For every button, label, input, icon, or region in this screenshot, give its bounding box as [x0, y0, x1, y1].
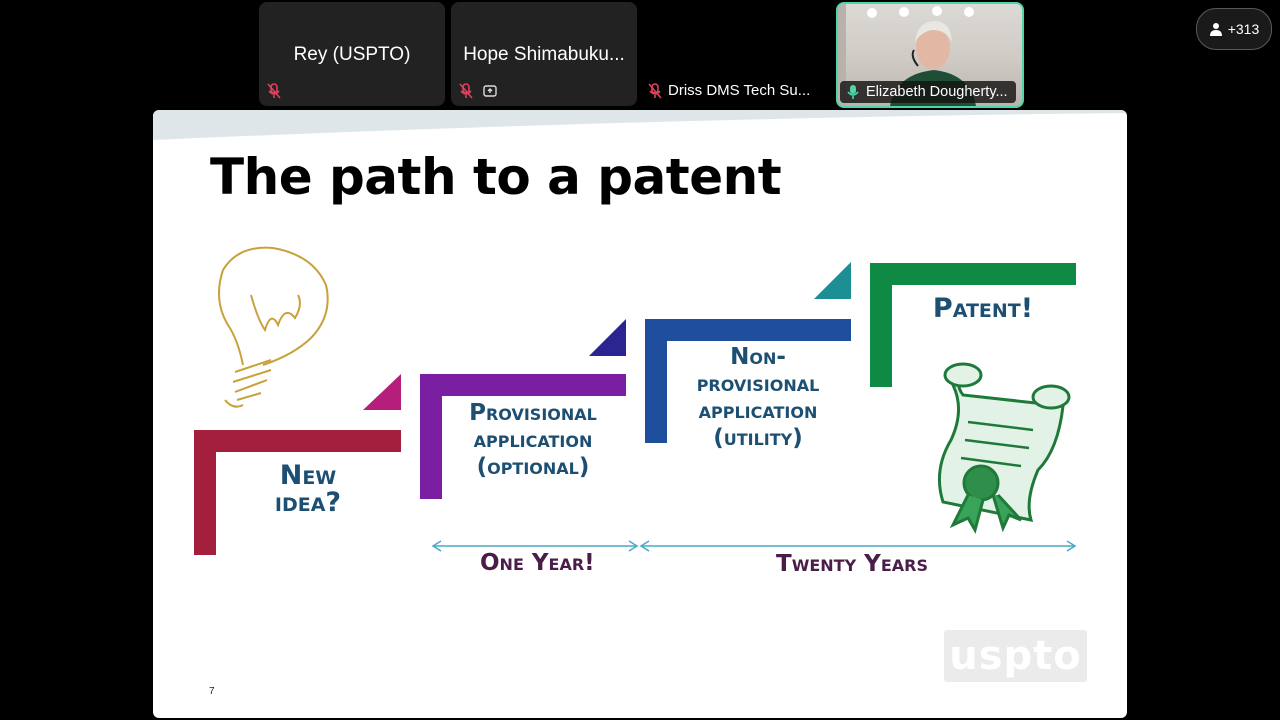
- slide-page-number: 7: [209, 686, 215, 697]
- participant-tile-driss[interactable]: Driss DMS Tech Su...: [648, 2, 828, 106]
- provisional-step-corner: [589, 319, 626, 356]
- participant-name: Rey (USPTO): [293, 44, 411, 65]
- mic-muted-icon: [267, 83, 281, 99]
- mic-muted-icon: [459, 83, 473, 99]
- uspto-logo: uspto: [944, 630, 1087, 682]
- overflow-count: +313: [1227, 21, 1260, 37]
- twenty-years-span-arrow: [639, 540, 1077, 552]
- idea-step-corner: [363, 374, 401, 410]
- one-year-span-arrow: [431, 540, 639, 552]
- screen-share-icon: [483, 85, 497, 97]
- nonprovisional-step-corner: [814, 262, 851, 299]
- participant-tile-rey[interactable]: Rey (USPTO): [259, 2, 445, 106]
- participant-tile-hope[interactable]: Hope Shimabuku...: [451, 2, 637, 106]
- mic-active-icon: [847, 85, 859, 99]
- idea-step: [194, 430, 401, 555]
- provisional-step-label: Provisional application (optional): [469, 400, 597, 480]
- participant-name: Driss DMS Tech Su...: [668, 82, 811, 99]
- patent-certificate-icon: [937, 362, 1071, 534]
- patent-step: [870, 263, 1076, 387]
- provisional-step: [420, 374, 626, 499]
- twenty-years-label: Twenty Years: [776, 551, 928, 577]
- staircase-diagram: [194, 246, 1077, 555]
- shared-slide: The path to a patent: [153, 110, 1127, 718]
- slide-header-band: [153, 110, 1127, 140]
- one-year-label: One Year!: [480, 550, 595, 576]
- slide-title: The path to a patent: [210, 148, 782, 206]
- participant-name: Hope Shimabuku...: [463, 44, 625, 65]
- participants-overflow-button[interactable]: +313: [1196, 8, 1272, 50]
- idea-step-label: New idea?: [274, 460, 342, 518]
- person-icon: [1209, 23, 1222, 36]
- mic-muted-icon: [648, 82, 662, 99]
- participant-name: Elizabeth Dougherty...: [866, 84, 1008, 100]
- lightbulb-icon: [218, 246, 329, 408]
- participant-video-elizabeth[interactable]: Elizabeth Dougherty...: [836, 2, 1024, 108]
- nonprovisional-step-label: Non- provisional application (utility): [696, 344, 820, 451]
- nonprovisional-step: [645, 319, 851, 443]
- patent-step-label: Patent!: [932, 293, 1034, 324]
